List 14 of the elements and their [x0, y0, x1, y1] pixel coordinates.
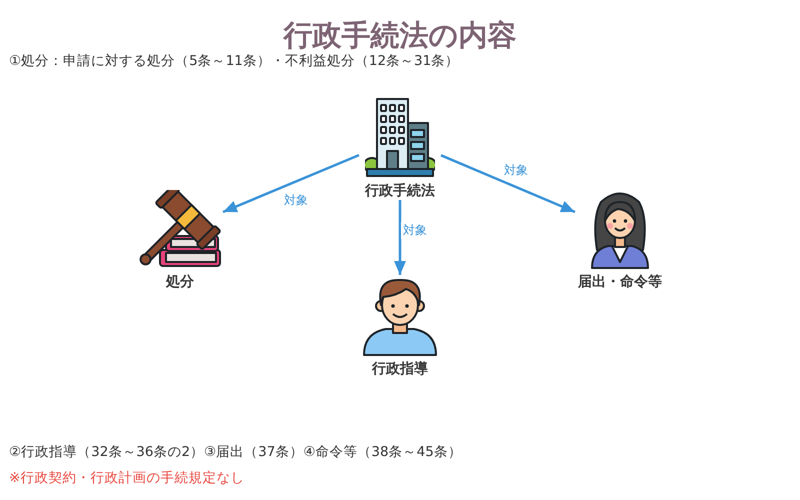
edge-label: 対象 — [502, 162, 530, 178]
node-label: 行政指導 — [372, 360, 428, 378]
node-label: 行政手続法 — [365, 182, 435, 200]
note-text: ②行政指導（32条～36条の2）③届出（37条）④命令等（38条～45条） — [9, 443, 462, 461]
arrow — [222, 154, 360, 214]
title: 行政手続法の内容 — [282, 17, 518, 53]
arrow — [440, 154, 576, 214]
edge-label: 対象 — [401, 222, 429, 238]
arrow — [394, 200, 406, 275]
node-label: 届出・命令等 — [578, 273, 662, 291]
edge-label: 対象 — [282, 192, 310, 208]
warning-note: ※行政契約・行政計画の手続規定なし — [9, 469, 244, 487]
note-text: ①処分：申請に対する処分（5条～11条）・不利益処分（12条～31条） — [9, 52, 460, 70]
node-label: 処分 — [166, 273, 194, 291]
